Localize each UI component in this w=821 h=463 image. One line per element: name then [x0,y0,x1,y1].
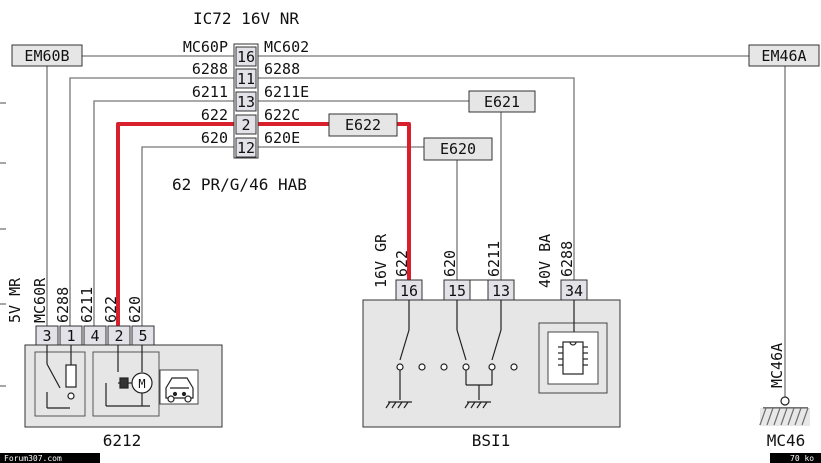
svg-text:4: 4 [90,327,99,345]
footer-bar-right [770,453,821,463]
svg-text:16: 16 [237,48,255,66]
svg-text:E620: E620 [440,140,476,158]
component-6212 [24,344,223,428]
ground-icon [385,401,491,409]
svg-text:E622: E622 [345,116,381,134]
svg-text:622: 622 [102,296,120,323]
box-e620: E620 [423,137,493,161]
connector-left-labels: MC60P 6288 6211 622 620 [183,38,228,147]
svg-text:620: 620 [201,129,228,147]
svg-text:3: 3 [42,327,51,345]
bsi-wire-labels: 16V GR 622 620 6211 40V BA 6288 [372,233,576,288]
connector-ic72: 16 11 13 2 12 [233,43,259,159]
ground-wire-label: MC46A [768,343,786,388]
svg-text:EM60B: EM60B [24,47,69,65]
svg-text:EM46A: EM46A [761,47,806,65]
component-6212-label: 6212 [103,431,142,450]
motor-icon [105,345,153,407]
svg-text:MC60R: MC60R [31,277,49,323]
bsi-connector-pins: 16 15 13 34 [395,279,588,301]
box-em60b: EM60B [11,44,83,67]
left-connector-pins: 3 1 4 2 5 [35,325,155,346]
component-bsi1-label: BSI1 [472,431,511,450]
svg-text:16V GR: 16V GR [372,233,390,288]
pin-box [235,91,257,112]
ground-mc46-icon [759,396,809,426]
svg-text:620E: 620E [264,129,300,147]
harness-note: 62 PR/G/46 HAB [172,175,307,194]
ground-label: MC46 [767,431,806,450]
svg-text:6211E: 6211E [264,83,309,101]
svg-text:6288: 6288 [558,241,576,277]
box-em46a: EM46A [748,44,820,67]
vehicle-icon [165,377,194,403]
pin-box [235,68,257,89]
chip-icon [558,300,588,375]
svg-text:13: 13 [492,282,510,300]
svg-text:MC60P: MC60P [183,38,228,56]
svg-text:6211: 6211 [192,83,228,101]
svg-text:16: 16 [400,282,418,300]
footer-right-text: 70 ko [790,454,814,463]
left-wire-labels: 5V MR MC60R 6288 6211 622 620 [6,277,144,323]
pin-box [235,114,257,135]
svg-text:620: 620 [441,250,459,277]
highlight-wire-622 [116,122,411,328]
svg-text:15: 15 [448,282,466,300]
svg-text:E621: E621 [484,93,520,111]
svg-text:11: 11 [237,70,255,88]
footer-left-text: Forum307.com [4,454,62,463]
box-e622: E622 [328,113,398,137]
svg-text:6288: 6288 [264,60,300,78]
svg-text:MC602: MC602 [264,38,309,56]
svg-text:6288: 6288 [192,60,228,78]
relay-switch-icon [396,300,518,400]
svg-text:2: 2 [241,116,250,134]
svg-text:12: 12 [237,139,255,157]
svg-text:5: 5 [138,327,147,345]
svg-text:6211: 6211 [78,287,96,323]
box-e621: E621 [468,90,536,113]
svg-text:622: 622 [393,250,411,277]
switch-icon [46,345,77,409]
svg-text:6211: 6211 [485,241,503,277]
svg-text:620: 620 [126,296,144,323]
wires [0,55,786,397]
svg-text:2: 2 [114,327,123,345]
svg-text:5V MR: 5V MR [6,277,24,323]
motor-label: M [138,377,145,391]
svg-text:13: 13 [237,93,255,111]
svg-text:40V BA: 40V BA [536,234,554,288]
svg-text:1: 1 [66,327,75,345]
connector-right-labels: MC602 6288 6211E 622C 620E [264,38,309,147]
svg-text:6288: 6288 [54,287,72,323]
pin-box [235,137,257,158]
ground-plate [760,408,810,426]
pin-box [235,46,257,67]
svg-text:34: 34 [565,282,583,300]
svg-text:622C: 622C [264,106,300,124]
footer-bar-left [0,453,100,463]
connector-title: IC72 16V NR [193,9,299,28]
svg-text:622: 622 [201,106,228,124]
